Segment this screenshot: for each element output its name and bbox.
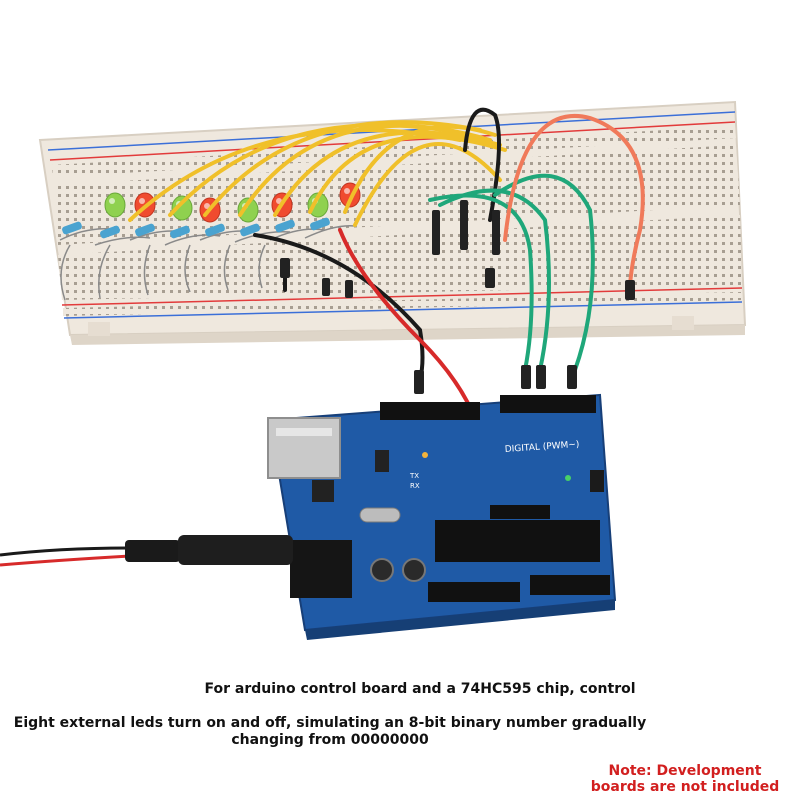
led-green — [104, 192, 126, 218]
caption-line-1: For arduino control board and a 74HC595 … — [204, 681, 636, 697]
resistor-bodies — [62, 217, 330, 239]
capacitor — [402, 558, 426, 582]
rx-label: RX — [410, 482, 420, 490]
caption-line-3-text: changing from 00000000 — [231, 732, 429, 748]
orange-wire — [503, 114, 645, 287]
reset-button — [590, 470, 604, 492]
power-cable — [0, 535, 293, 567]
arduino-board: DIGITAL (PWM~) TX RX — [267, 393, 617, 640]
usb-port — [267, 417, 341, 479]
power-jack — [290, 540, 352, 598]
digital-header-left — [380, 402, 480, 420]
caption-line-2-text: Eight external leds turn on and off, sim… — [13, 715, 647, 731]
led-highlight — [139, 198, 145, 204]
green-wires — [428, 173, 595, 372]
capacitor — [370, 558, 394, 582]
led-highlight — [109, 198, 115, 204]
crystal — [359, 507, 401, 523]
note-line-1: Note: Development — [608, 763, 762, 779]
tx-label: TX — [409, 472, 419, 480]
power-header — [428, 582, 520, 602]
analog-header — [530, 575, 610, 595]
atmega-chip — [435, 520, 600, 562]
digital-header-right — [500, 395, 596, 413]
wire-connectors — [280, 200, 635, 582]
note-line-2: boards are not included — [590, 779, 780, 795]
led-highlight — [344, 188, 350, 194]
note-box: Note: Development boards are not include… — [585, 763, 785, 795]
led-highlight — [204, 203, 210, 209]
caption-line-2: Eight external leds turn on and off, sim… — [0, 715, 660, 749]
yellow-wires — [128, 120, 507, 227]
